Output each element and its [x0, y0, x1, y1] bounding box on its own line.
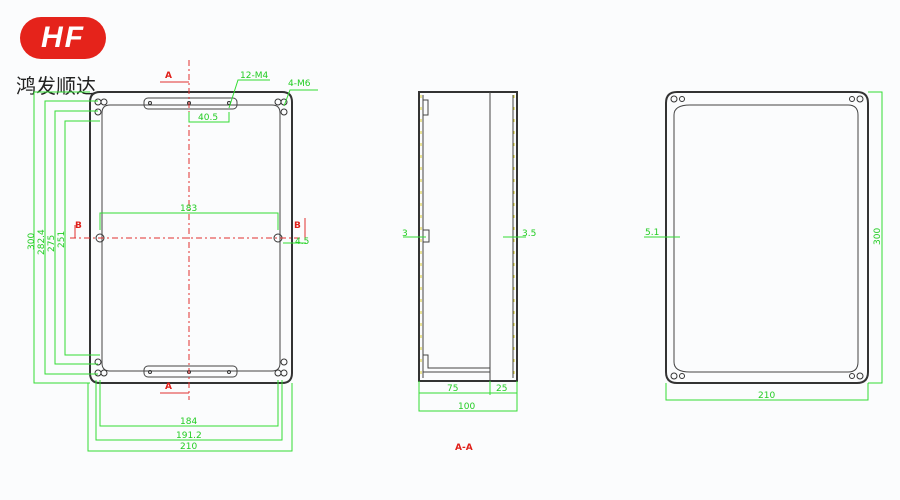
dim-height-4: 251: [57, 231, 67, 248]
dim-back-height: 300: [873, 228, 883, 245]
dim-back-width: 210: [758, 391, 775, 401]
logo-text: HF: [41, 21, 85, 54]
brand-name: 鸿发顺达: [16, 74, 96, 98]
section-label: A-A: [455, 443, 473, 453]
dim-width-2: 191.2: [176, 431, 202, 441]
mounting-holes: [94, 98, 288, 377]
dim-wall-left: 3: [402, 229, 408, 239]
dim-width-3: 210: [180, 442, 197, 452]
dim-lid: 25: [496, 384, 507, 394]
dim-height-2: 282.4: [37, 229, 47, 255]
dim-total: 100: [458, 402, 475, 412]
logo: HF: [20, 17, 106, 59]
front-view: A A B B 12-M4 4-M6 40.5 183 4.5 300 282.…: [27, 60, 318, 452]
dim-mount-width: 183: [180, 204, 197, 214]
section-view: 3 3.5 75 25 100 A-A: [402, 91, 536, 453]
dim-height-3: 275: [47, 235, 57, 252]
section-a-bottom-label: A: [165, 382, 172, 392]
dim-height-1: 300: [27, 233, 37, 250]
dim-wall-right: 3.5: [522, 229, 536, 239]
dim-offset: 4.5: [295, 237, 309, 247]
dim-hole-spacing: 40.5: [198, 113, 218, 123]
section-b-left-label: B: [75, 221, 82, 231]
back-view: 5.1 300 210: [644, 91, 883, 401]
dim-base: 75: [447, 384, 458, 394]
dim-width-1: 184: [180, 417, 197, 427]
section-b-right-label: B: [294, 221, 301, 231]
dim-flange: 5.1: [645, 228, 659, 238]
callout-holes: 4-M6: [288, 79, 311, 89]
callout-screws: 12-M4: [240, 71, 268, 81]
section-a-top-label: A: [165, 71, 172, 81]
